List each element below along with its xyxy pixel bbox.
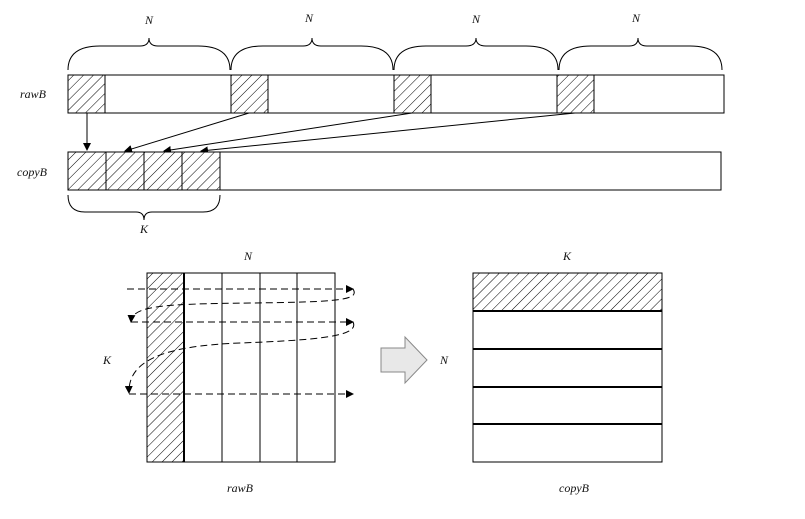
brace-n-label-2: N	[304, 11, 314, 25]
copyB-row-label: copyB	[17, 165, 48, 179]
rawB-hatched-block-1	[67, 74, 106, 114]
traversal-path	[124, 285, 355, 398]
transform-arrow-icon	[380, 335, 428, 385]
brace-n-4	[558, 37, 723, 71]
copyB-hatched-block-1	[67, 151, 107, 191]
rawB-matrix-hatched-column	[146, 272, 185, 463]
copy-arrow-4	[200, 112, 576, 155]
rawB-hatched-block-2	[230, 74, 269, 114]
matrix-right-top-label: K	[562, 249, 572, 263]
copy-arrow-2	[124, 112, 250, 153]
traversal-return-1	[127, 288, 355, 323]
rawB-strip	[67, 74, 725, 114]
matrix-left-side-label: K	[102, 353, 112, 367]
matrix-right-side-label: N	[439, 353, 449, 367]
brace-n-label-4: N	[631, 11, 641, 25]
copyB-strip	[67, 151, 722, 191]
copyB-matrix-hatched-row	[472, 272, 663, 312]
rawB-row-label: rawB	[20, 87, 47, 101]
brace-n-2	[230, 37, 394, 71]
copy-arrow-3	[163, 112, 413, 154]
rawB-matrix	[146, 272, 336, 463]
brace-n-label-1: N	[144, 13, 154, 27]
copyB-hatched-block-2	[105, 151, 145, 191]
brace-n-label-3: N	[471, 12, 481, 26]
copy-arrows	[83, 112, 576, 155]
brace-k	[67, 194, 221, 221]
rawB-hatched-block-4	[556, 74, 595, 114]
copyB-hatched-block-4	[181, 151, 221, 191]
brace-k-label: K	[139, 222, 149, 236]
matrix-left-caption: rawB	[227, 481, 254, 495]
copyB-hatched-block-3	[143, 151, 183, 191]
brace-n-3	[393, 37, 559, 71]
copyB-matrix	[472, 272, 663, 463]
top-braces: N N N N	[67, 11, 723, 71]
traversal-return-2	[124, 321, 355, 394]
matrix-left-top-label: N	[243, 249, 253, 263]
rawB-hatched-block-3	[393, 74, 432, 114]
brace-n-1	[67, 37, 231, 71]
matrix-right-caption: copyB	[559, 481, 590, 495]
